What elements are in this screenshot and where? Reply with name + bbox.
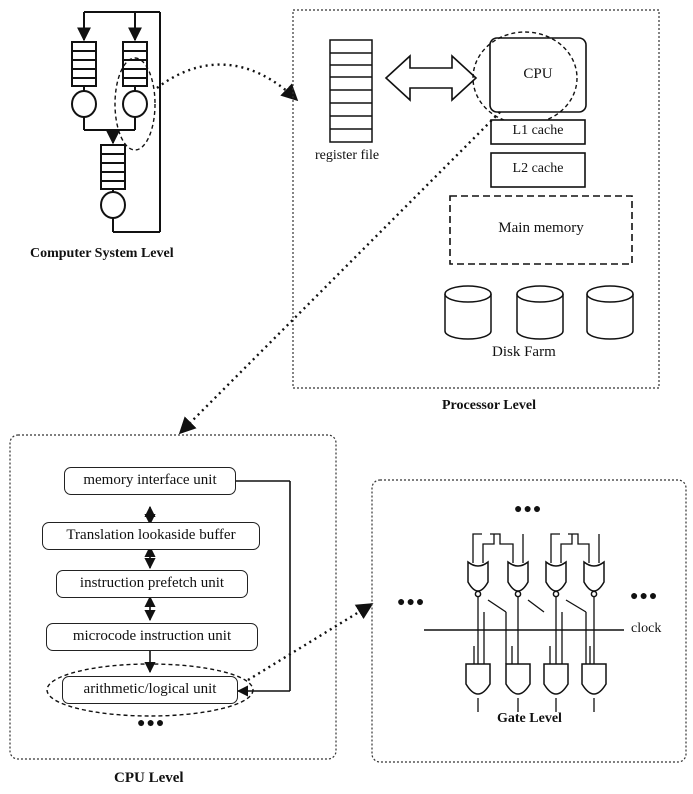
server-node xyxy=(122,90,148,118)
queue-buffer xyxy=(122,41,148,87)
server-node xyxy=(71,90,97,118)
gate-ellipsis-right: ●●● xyxy=(630,589,659,604)
arithmetic-logical-unit: arithmetic/logical unit xyxy=(62,676,238,704)
gate-ellipsis-top: ●●● xyxy=(514,502,543,517)
cpu-level-frame xyxy=(9,434,337,760)
instruction-prefetch-unit: instruction prefetch unit xyxy=(56,570,248,598)
main-memory-label: Main memory xyxy=(498,220,584,236)
cpu-highlight-ellipse xyxy=(472,31,578,125)
gate-level-label: Gate Level xyxy=(497,711,562,726)
zoom-arrow-alu xyxy=(247,602,374,682)
l1-cache-box xyxy=(490,119,586,145)
highlight-ellipse xyxy=(114,57,156,151)
l1-cache-label: L1 cache xyxy=(512,123,564,138)
queue-buffer xyxy=(71,41,97,87)
memory-interface-unit: memory interface unit xyxy=(64,467,236,495)
main-memory-box xyxy=(449,195,633,265)
computer-system-level-label: Computer System Level xyxy=(30,246,174,261)
l2-cache-label: L2 cache xyxy=(512,161,564,176)
disk-farm xyxy=(444,285,634,340)
server-node xyxy=(100,191,126,219)
zoom-arrow xyxy=(156,63,299,102)
cpu-ellipsis: ●●● xyxy=(137,716,166,731)
queueing-network xyxy=(71,11,161,233)
gate-ellipsis-left: ●●● xyxy=(397,595,426,610)
register-file xyxy=(329,39,373,143)
gate-level-frame xyxy=(371,479,687,763)
logic-gates-bottom xyxy=(465,663,607,695)
alu-highlight-ellipse xyxy=(46,663,254,717)
processor-level-label: Processor Level xyxy=(442,398,536,413)
microcode-instruction-unit: microcode instruction unit xyxy=(46,623,258,651)
cpu-level-label: CPU Level xyxy=(114,770,184,786)
cpu-box xyxy=(489,37,587,113)
translation-lookaside-buffer: Translation lookaside buffer xyxy=(42,522,260,550)
queue-buffer xyxy=(100,144,126,190)
disk-farm-label: Disk Farm xyxy=(492,344,556,360)
l2-cache-box xyxy=(490,152,586,188)
clock-label: clock xyxy=(631,621,662,636)
cpu-unit-connectors xyxy=(144,480,291,697)
bidirectional-arrow xyxy=(384,54,478,102)
logic-gates-top xyxy=(467,560,605,598)
gate-wiring xyxy=(472,533,600,712)
register-file-label: register file xyxy=(315,148,380,163)
cpu-label: CPU xyxy=(523,66,553,82)
